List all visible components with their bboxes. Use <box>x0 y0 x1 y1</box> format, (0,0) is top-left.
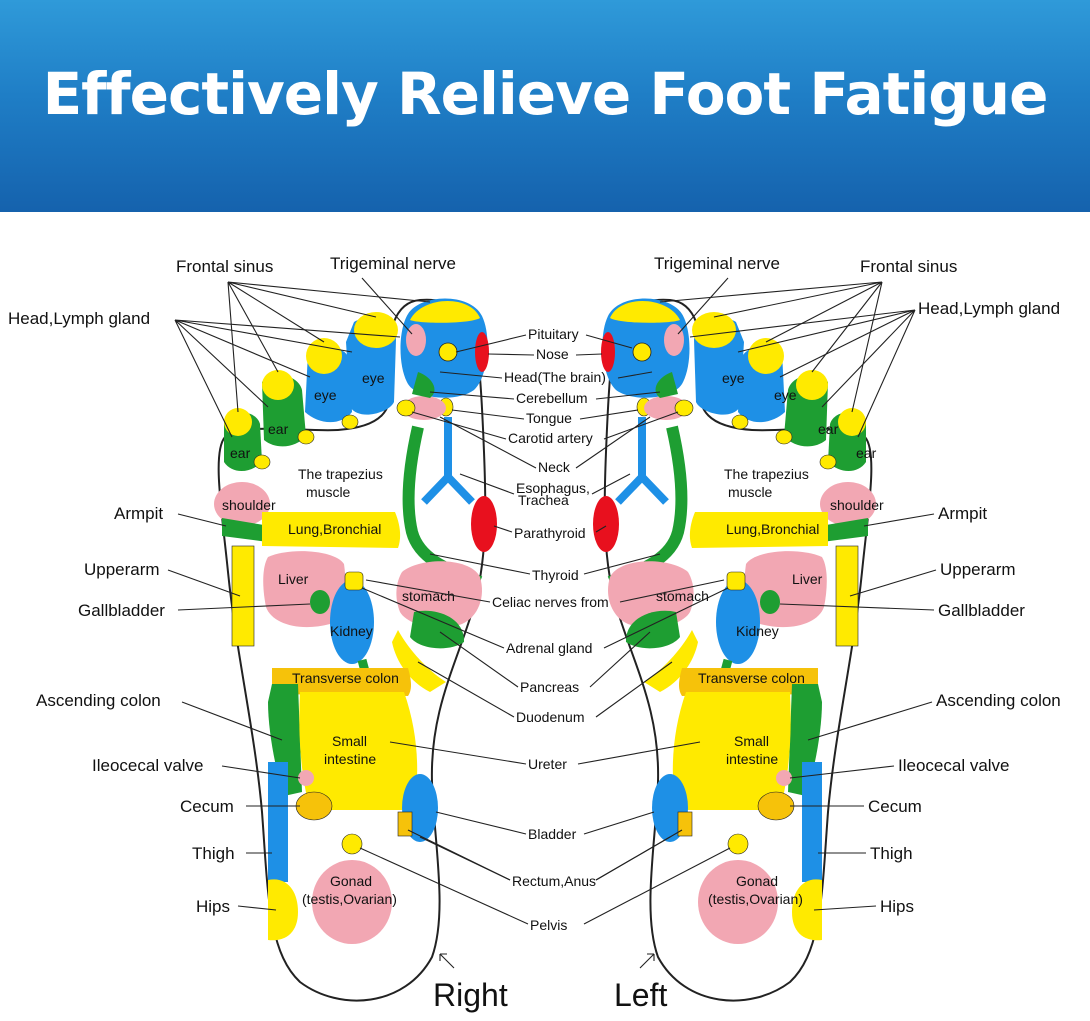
zone-eye-l1: eye <box>722 370 745 386</box>
label-duodenum: Duodenum <box>516 709 585 725</box>
zone-small-l1: Small <box>734 733 769 749</box>
label-trigeminal-l: Trigeminal nerve <box>654 254 780 273</box>
zone-kidney-l: Kidney <box>736 623 779 639</box>
label-hips-r: Hips <box>196 897 230 916</box>
leader-lines-center <box>359 334 731 925</box>
zone-gonad-r1: Gonad <box>330 873 372 889</box>
label-adrenal: Adrenal gland <box>506 640 592 656</box>
label-pituitary: Pituitary <box>528 326 579 342</box>
label-ileocecal-l: Ileocecal valve <box>898 756 1010 775</box>
zone-stomach-r: stomach <box>402 588 455 604</box>
zone-kidney-r: Kidney <box>330 623 373 639</box>
label-hips-l: Hips <box>880 897 914 916</box>
zone-gonad-l1: Gonad <box>736 873 778 889</box>
label-trachea: Trachea <box>518 492 569 508</box>
zone-trapezius-l1: The trapezius <box>724 466 809 482</box>
zone-trapezius-r1: The trapezius <box>298 466 383 482</box>
label-neck: Neck <box>538 459 571 475</box>
label-celiac: Celiac nerves from <box>492 594 609 610</box>
label-bladder: Bladder <box>528 826 577 842</box>
label-thyroid: Thyroid <box>532 567 579 583</box>
foot-chart-svg: eye eye ear ear The trapezius muscle sho… <box>8 254 1061 1013</box>
label-thigh-r: Thigh <box>192 844 235 863</box>
label-thigh-l: Thigh <box>870 844 913 863</box>
foot-label-right: Right <box>433 977 508 1013</box>
zone-eye-r2: eye <box>314 387 337 403</box>
label-head-lymph-l: Head,Lymph gland <box>918 299 1060 318</box>
label-rectum: Rectum,Anus <box>512 873 596 889</box>
zone-gonad-l2: (testis,Ovarian) <box>708 891 803 907</box>
arrow-right-foot <box>439 953 455 969</box>
label-cecum-r: Cecum <box>180 797 234 816</box>
label-upperarm-r: Upperarm <box>84 560 160 579</box>
label-tongue: Tongue <box>526 410 572 426</box>
label-trigeminal-r: Trigeminal nerve <box>330 254 456 273</box>
label-nose: Nose <box>536 346 569 362</box>
zone-small-l2: intestine <box>726 751 778 767</box>
zone-trapezius-l2: muscle <box>728 484 773 500</box>
zone-ear-r1: ear <box>268 421 289 437</box>
zone-lung-r: Lung,Bronchial <box>288 521 381 537</box>
zone-small-r2: intestine <box>324 751 376 767</box>
label-head-lymph-r: Head,Lymph gland <box>8 309 150 328</box>
label-ascending-l: Ascending colon <box>936 691 1061 710</box>
zone-ear-l1: ear <box>818 421 839 437</box>
label-ascending-r: Ascending colon <box>36 691 161 710</box>
zone-lung-l: Lung,Bronchial <box>726 521 819 537</box>
zone-small-r1: Small <box>332 733 367 749</box>
label-upperarm-l: Upperarm <box>940 560 1016 579</box>
label-frontal-r: Frontal sinus <box>176 257 273 276</box>
label-cerebellum: Cerebellum <box>516 390 588 406</box>
zone-ear-l2: ear <box>856 445 877 461</box>
zone-eye-l2: eye <box>774 387 797 403</box>
foot-label-left: Left <box>614 977 667 1013</box>
label-esophagus: Esophagus, <box>516 480 590 496</box>
label-frontal-l: Frontal sinus <box>860 257 957 276</box>
label-head: Head(The brain) <box>504 369 606 385</box>
label-pelvis: Pelvis <box>530 917 567 933</box>
zone-transverse-r: Transverse colon <box>292 670 399 686</box>
label-gallbladder-l: Gallbladder <box>938 601 1025 620</box>
reflexology-diagram: eye eye ear ear The trapezius muscle sho… <box>0 212 1090 1016</box>
label-armpit-l: Armpit <box>938 504 987 523</box>
zone-gonad-r2: (testis,Ovarian) <box>302 891 397 907</box>
label-parathyroid: Parathyroid <box>514 525 586 541</box>
zone-ear-r2: ear <box>230 445 251 461</box>
leader-lines-left <box>659 277 937 911</box>
label-cecum-l: Cecum <box>868 797 922 816</box>
leader-lines-right <box>167 277 431 911</box>
label-pancreas: Pancreas <box>520 679 579 695</box>
zone-shoulder-r: shoulder <box>222 497 276 513</box>
header-banner: Effectively Relieve Foot Fatigue <box>0 0 1090 212</box>
label-gallbladder-r: Gallbladder <box>78 601 165 620</box>
label-carotid: Carotid artery <box>508 430 593 446</box>
zone-liver-r: Liver <box>278 571 309 587</box>
banner-title: Effectively Relieve Foot Fatigue <box>42 60 1049 128</box>
label-armpit-r: Armpit <box>114 504 163 523</box>
label-ureter: Ureter <box>528 756 567 772</box>
zone-trapezius-r2: muscle <box>306 484 351 500</box>
zone-liver-l: Liver <box>792 571 823 587</box>
zone-shoulder-l: shoulder <box>830 497 884 513</box>
zone-transverse-l: Transverse colon <box>698 670 805 686</box>
zone-eye-r1: eye <box>362 370 385 386</box>
arrow-left-foot <box>639 953 655 969</box>
label-ileocecal-r: Ileocecal valve <box>92 756 204 775</box>
